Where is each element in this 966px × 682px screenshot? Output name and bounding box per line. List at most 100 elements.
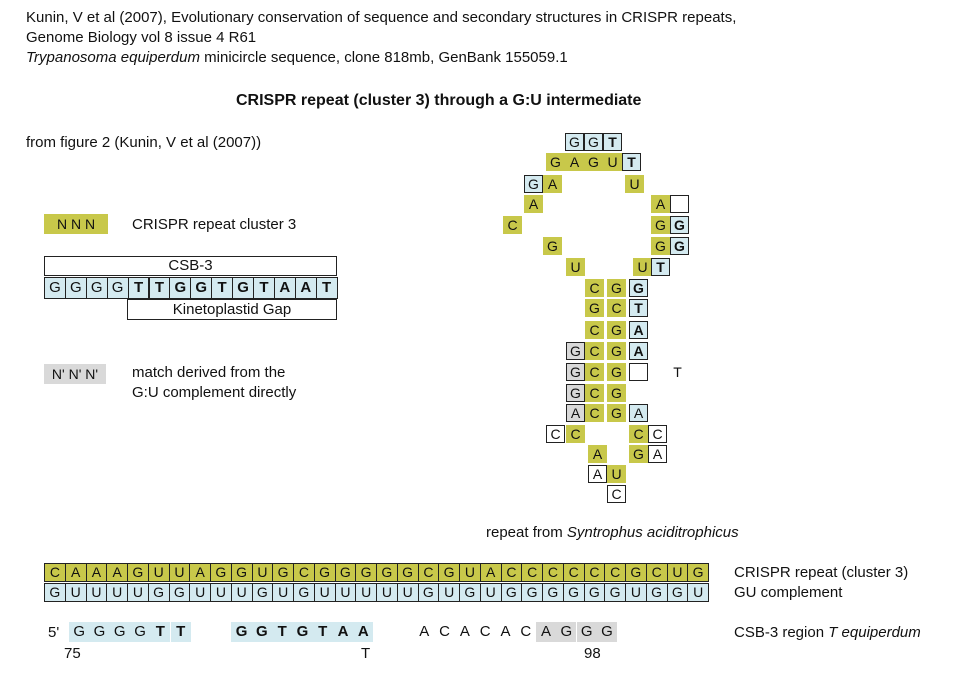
- hairpin-base: A: [565, 153, 584, 171]
- csb3-base-cell: A: [273, 277, 296, 299]
- citation-line-1: Kunin, V et al (2007), Evolutionary cons…: [26, 9, 737, 26]
- gu-base-cell: G: [521, 583, 543, 602]
- crispr-base-cell: G: [230, 563, 253, 582]
- csb3-region-base: C: [479, 623, 491, 640]
- gu-base-cell: U: [127, 583, 149, 602]
- crispr-legend-label: CRISPR repeat cluster 3: [132, 216, 297, 233]
- gu-base-cell: U: [479, 583, 502, 602]
- gu-base-cell: U: [106, 583, 128, 602]
- species-name: Trypanosoma equiperdum: [26, 49, 200, 66]
- hairpin-base: C: [585, 384, 604, 402]
- crispr-base-cell: G: [438, 563, 460, 582]
- hairpin-base: G: [607, 342, 626, 360]
- hairpin-base: A: [651, 195, 670, 213]
- gu-base-cell: G: [542, 583, 564, 602]
- gu-base-cell: G: [251, 583, 274, 602]
- crispr-base-cell: C: [645, 563, 668, 582]
- csb3-region-base: A: [353, 622, 374, 642]
- csb3-region-base: G: [69, 622, 90, 642]
- crispr-swatch: N N N: [44, 214, 108, 234]
- csb3-region-base: G: [251, 622, 272, 642]
- gu-base-cell: U: [376, 583, 398, 602]
- gu-base-cell: G: [459, 583, 481, 602]
- hairpin-base: C: [629, 425, 648, 443]
- crispr-base-cell: G: [272, 563, 294, 582]
- hairpin-base: A: [543, 175, 562, 193]
- gu-base-cell: U: [230, 583, 253, 602]
- crispr-base-cell: C: [562, 563, 585, 582]
- csb3-region-base: G: [89, 622, 110, 642]
- gu-base-cell: U: [189, 583, 211, 602]
- crispr-base-cell: C: [521, 563, 543, 582]
- csb3-base-cell: G: [232, 277, 254, 299]
- gu-base-cell: G: [147, 583, 170, 602]
- position-end: 98: [584, 645, 601, 662]
- hairpin-base: G: [607, 384, 626, 402]
- hairpin-base: [670, 195, 689, 213]
- hairpin-base: U: [633, 258, 652, 276]
- csb3-region-base: T: [150, 622, 171, 642]
- crispr-base-cell: A: [106, 563, 128, 582]
- crispr-row-label: CRISPR repeat (cluster 3): [734, 564, 909, 581]
- hairpin-base: C: [648, 425, 667, 443]
- hairpin-base: T: [651, 258, 670, 276]
- hairpin-base: G: [607, 363, 626, 381]
- hairpin-base: G: [566, 342, 585, 360]
- csb3-region-base: G: [556, 622, 577, 642]
- hairpin-base: A: [588, 445, 607, 463]
- hairpin-base: C: [546, 425, 565, 443]
- hairpin-base: G: [566, 363, 585, 381]
- crispr-base-cell: G: [625, 563, 647, 582]
- hairpin-base: G: [629, 445, 648, 463]
- hairpin-base: G: [566, 384, 585, 402]
- hairpin-base: G: [651, 216, 670, 234]
- hairpin-base: G: [565, 133, 584, 151]
- gu-base-cell: G: [44, 583, 66, 602]
- csb3-label-box: CSB-3: [44, 256, 337, 276]
- hairpin-base: G: [543, 237, 562, 255]
- crispr-base-cell: U: [147, 563, 170, 582]
- csb3-base-cell: G: [44, 277, 66, 299]
- hairpin-base: T: [603, 133, 622, 151]
- gu-base-cell: U: [64, 583, 87, 602]
- crispr-base-cell: G: [127, 563, 149, 582]
- csb3-region-base: A: [459, 623, 470, 640]
- crispr-base-cell: G: [687, 563, 709, 582]
- csb3-region-label: CSB-3 region T equiperdum: [734, 624, 921, 641]
- hairpin-base: C: [585, 404, 604, 422]
- csb3-base-cell: T: [253, 277, 275, 299]
- crispr-base-cell: C: [417, 563, 440, 582]
- csb3-base-cell: T: [315, 277, 338, 299]
- csb3-region-base: A: [332, 622, 354, 642]
- hairpin-base: T: [629, 299, 648, 317]
- hairpin-base: U: [625, 175, 644, 193]
- crispr-base-cell: G: [355, 563, 377, 582]
- csb3-region-base: G: [576, 622, 597, 642]
- gu-row-label: GU complement: [734, 584, 843, 601]
- hairpin-base: U: [603, 153, 622, 171]
- csb3-region-base: G: [596, 622, 618, 642]
- hairpin-base: G: [607, 321, 626, 339]
- hairpin-base: T: [622, 153, 641, 171]
- sequence-source: minicircle sequence, clone 818mb, GenBan…: [199, 49, 568, 66]
- hairpin-base: G: [584, 133, 603, 151]
- hairpin-base: A: [648, 445, 667, 463]
- hairpin-base: G: [584, 153, 603, 171]
- hairpin-base: G: [651, 237, 670, 255]
- hairpin-base: [629, 363, 648, 381]
- csb3-base-cell: G: [106, 277, 129, 299]
- csb3-region-base: C: [520, 623, 532, 640]
- hairpin-base: G: [546, 153, 565, 171]
- gu-base-cell: G: [645, 583, 668, 602]
- five-prime-label: 5': [48, 624, 60, 641]
- citation-line-3: Trypanosoma equiperdum minicircle sequen…: [26, 48, 568, 68]
- position-start: 75: [64, 645, 81, 662]
- csb3-region-base: A: [500, 623, 511, 640]
- gu-base-cell: G: [604, 583, 626, 602]
- csb3-region-base: T: [272, 622, 293, 642]
- csb3-base-cell: T: [127, 277, 150, 299]
- gu-swatch: N' N' N': [44, 364, 106, 384]
- from-figure-note: from figure 2 (Kunin, V et al (2007)): [26, 134, 262, 151]
- gu-base-cell: G: [583, 583, 606, 602]
- hairpin-base: G: [607, 404, 626, 422]
